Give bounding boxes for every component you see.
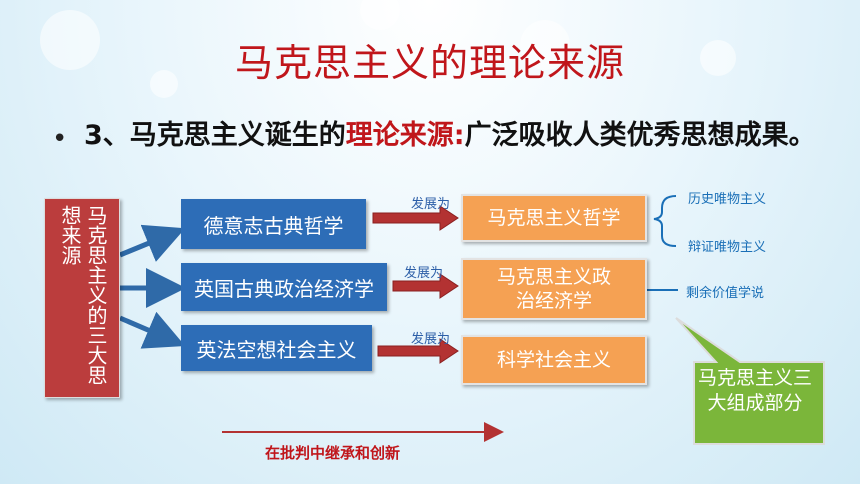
develop-arrow-2	[392, 273, 459, 299]
bokeh-decoration	[40, 10, 100, 70]
fan-arrow-3	[119, 311, 186, 349]
result-scientific-socialism: 科学社会主义	[461, 335, 647, 385]
bullet-icon: •	[52, 124, 68, 154]
bottom-label: 在批判中继承和创新	[265, 444, 401, 462]
source-german-philosophy: 德意志古典哲学	[181, 199, 366, 249]
branch-historical-materialism: 历史唯物主义	[688, 192, 767, 207]
develop-arrow-1	[372, 205, 459, 231]
develop-arrow-3	[377, 338, 459, 364]
bullet-prefix: 3、马克思主义诞生的	[84, 120, 346, 151]
result-marxist-economics-label: 马克思主义政治经济学	[496, 266, 611, 312]
bokeh-decoration	[520, 20, 570, 70]
result-marxist-philosophy: 马克思主义哲学	[461, 194, 647, 242]
bokeh-decoration	[700, 40, 736, 76]
bullet-text: 3、马克思主义诞生的理论来源:广泛吸收人类优秀思想成果。	[84, 118, 824, 154]
branch-dialectical-materialism: 辩证唯物主义	[688, 240, 767, 255]
source-british-economics: 英国古典政治经济学	[181, 263, 387, 311]
callout-text: 马克思主义三大组成部分	[697, 367, 812, 414]
develop-label-1: 发展为	[411, 197, 451, 212]
develop-label-2: 发展为	[404, 266, 444, 281]
fan-arrow-1	[119, 224, 186, 262]
three-sources-label: 马克思主义的三大思想来源	[44, 198, 120, 398]
bullet-rest: 广泛吸收人类优秀思想成果。	[464, 120, 816, 151]
bullet-highlight: 理论来源:	[345, 120, 465, 151]
branch-surplus-value: 剩余价值学说	[686, 286, 765, 301]
brace-icon	[653, 195, 677, 247]
bokeh-decoration	[150, 70, 178, 98]
slide-title: 马克思主义的理论来源	[234, 41, 625, 85]
result-marxist-economics: 马克思主义政治经济学	[461, 258, 647, 320]
source-utopian-socialism: 英法空想社会主义	[181, 325, 372, 371]
develop-label-3: 发展为	[411, 332, 451, 347]
callout-box	[675, 317, 825, 445]
